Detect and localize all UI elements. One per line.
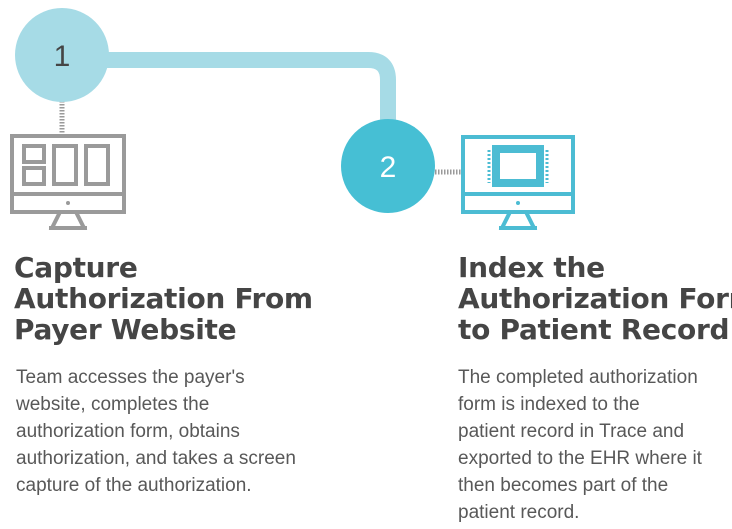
step-1-description: Team accesses the payer's website, compl… [16,364,296,499]
step-2-description: The completed authorization form is inde… [458,364,702,526]
step-2-heading-line: Authorization Form [458,282,732,315]
step-2-heading: Index the Authorization Form to Patient … [458,252,732,345]
monitor-icon [10,134,126,230]
step-2-number: 2 [380,151,397,184]
step-1-description-line: website, completes the [16,394,210,415]
step-2-description-line: form is indexed to the [458,394,640,415]
step-1-heading: Capture Authorization From Payer Website [14,252,313,345]
step-1-description-line: Team accesses the payer's [16,367,245,388]
step-1-badge: 1 [15,8,109,102]
step-2-description-line: then becomes part of the [458,475,669,496]
step-1-number: 1 [54,40,71,73]
step-1-heading-line: Capture [14,251,138,284]
step-2-badge: 2 [341,119,435,213]
step-1-description-line: authorization, and takes a screen [16,448,296,469]
step-2-description-line: exported to the EHR where it [458,448,702,469]
step-1-description-line: capture of the authorization. [16,475,252,496]
step-1-heading-line: Payer Website [14,313,237,346]
step-2-description-line: The completed authorization [458,367,698,388]
step-1-heading-line: Authorization From [14,282,313,315]
connector-line [100,52,396,125]
monitor-icon [461,135,575,230]
step-1-description-line: authorization form, obtains [16,421,240,442]
step-2-heading-line: to Patient Record [458,313,730,346]
step-2-heading-line: Index the [458,251,605,284]
step-2-description-line: patient record in Trace and [458,421,685,442]
step-2-description-line: patient record. [458,502,580,523]
